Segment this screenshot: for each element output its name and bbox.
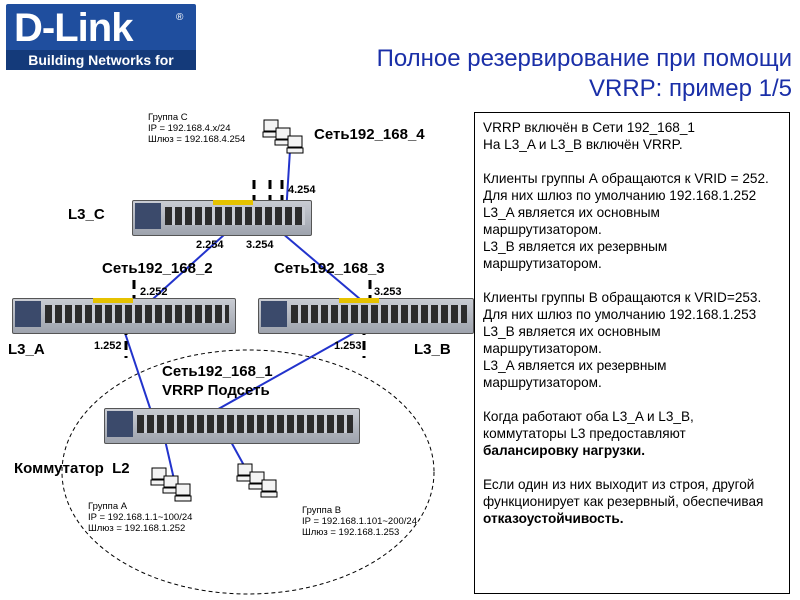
router-l3-a <box>12 298 236 334</box>
logo-tagline: Building Networks for People <box>6 50 196 88</box>
group-b-label: Группа В IP = 192.168.1.101~200/24 Шлюз … <box>302 505 417 538</box>
switch-ports-icon <box>291 305 467 323</box>
switch-ports-icon <box>165 207 305 225</box>
network-4-label: Сеть192_168_4 <box>314 126 425 143</box>
ip-b-3-253: 3.253 <box>374 286 402 298</box>
ip-a-2-252: 2.252 <box>140 286 168 298</box>
pc-group-c-icon <box>262 119 304 154</box>
switch-brand-icon <box>15 301 41 327</box>
l2-switch-label: Коммутатор L2 <box>14 460 130 477</box>
slide-title: Полное резервирование при помощи VRRP: п… <box>377 44 792 104</box>
pc-group-b-icon <box>236 463 278 498</box>
ip-c-2-254: 2.254 <box>196 239 224 251</box>
router-l3-b-label: L3_B <box>414 341 451 358</box>
network-1-label: Сеть192_168_1 VRRP Подсеть <box>162 363 273 399</box>
router-l3-a-label: L3_A <box>8 341 45 358</box>
switch-brand-icon <box>107 411 133 437</box>
ip-a-1-252: 1.252 <box>94 340 122 352</box>
network-2-label: Сеть192_168_2 <box>102 260 213 277</box>
router-l3-c <box>132 200 312 236</box>
pc-group-a-icon <box>150 467 192 502</box>
title-line-2: VRRP: пример 1/5 <box>589 75 792 102</box>
network-3-label: Сеть192_168_3 <box>274 260 385 277</box>
info-paragraph-load-balancing: Когда работают оба L3_A и L3_B, коммутат… <box>483 409 694 458</box>
group-c-label: Группа С IP = 192.168.4.x/24 Шлюз = 192.… <box>148 112 246 145</box>
ip-b-1-253: 1.253 <box>334 340 362 352</box>
title-line-1: Полное резервирование при помощи <box>376 45 792 72</box>
l2-switch <box>104 408 360 444</box>
info-paragraph-failover: Если один из них выходит из строя, друго… <box>483 477 764 526</box>
d-link-logo: D-Link ® Building Networks for People <box>6 4 196 88</box>
registered-mark-icon: ® <box>176 12 184 23</box>
info-paragraph-group-a: Клиенты группы А обращаются к VRID = 252… <box>483 171 769 271</box>
switch-ports-icon <box>137 415 353 433</box>
switch-ports-icon <box>45 305 229 323</box>
switch-brand-icon <box>135 203 161 229</box>
vrrp-subnet-boundary <box>61 349 435 595</box>
ip-c-4-254: 4.254 <box>288 184 316 196</box>
router-l3-c-label: L3_C <box>68 206 105 223</box>
info-panel: VRRP включён в Сети 192_168_1 На L3_A и … <box>474 112 790 594</box>
switch-brand-icon <box>261 301 287 327</box>
logo-brand: D-Link <box>14 6 133 50</box>
info-paragraph-group-b: Клиенты группы В обращаются к VRID=253. … <box>483 290 762 390</box>
router-l3-b <box>258 298 474 334</box>
ip-c-3-254: 3.254 <box>246 239 274 251</box>
info-paragraph-vrrp: VRRP включён в Сети 192_168_1 На L3_A и … <box>483 120 695 152</box>
group-a-label: Группа А IP = 192.168.1.1~100/24 Шлюз = … <box>88 501 193 534</box>
